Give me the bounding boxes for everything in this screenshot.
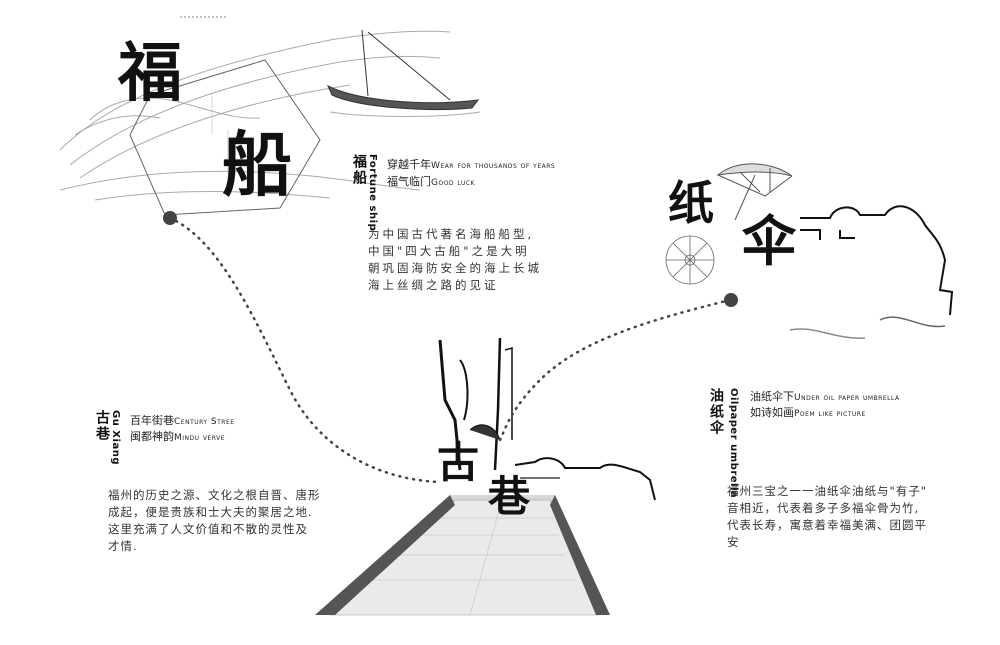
hexagon-frame	[129, 59, 321, 216]
youzhisan-line-1: 油纸伞下Under oil paper umbrella	[750, 390, 900, 405]
anchor-dot-zhisan	[724, 293, 738, 307]
alley-drawing	[315, 337, 656, 616]
guxiang-description: 福州的历史之源、文化之根自晋、唐形 成起，便是贵族和士大夫的聚居之地. 这里充满…	[108, 487, 321, 555]
big-char-gu: 古	[437, 438, 480, 487]
youzhisan-line1-en: Under oil paper umbrella	[794, 393, 900, 403]
big-char-fu: 福	[118, 36, 182, 111]
guxiang-desc-line: 福州的历史之源、文化之根自晋、唐形	[108, 488, 321, 502]
guxiang-line1-cn: 百年街巷	[130, 414, 174, 427]
youzhisan-line-2: 如诗如画Poem like picture	[750, 406, 866, 421]
fuchuan-line-2: 福气临门Good luck	[387, 175, 475, 190]
umbrella-top-view	[665, 235, 715, 285]
guxiang-desc-line: 这里充满了人文价值和不散的灵性及	[108, 522, 308, 536]
big-char-xiang: 巷	[488, 472, 531, 521]
youzhisan-vertical-title: 油纸伞	[708, 388, 724, 436]
youzhisan-line2-en: Poem like picture	[794, 409, 866, 419]
fuchuan-line1-cn: 穿越千年	[387, 158, 431, 171]
guxiang-line2-en: Mindu verve	[174, 433, 226, 443]
fuchuan-desc-line: 海上丝绸之路的见证	[368, 278, 499, 292]
fuchuan-vertical-title: 福船	[351, 154, 367, 186]
fuchuan-desc-line: 为中国古代著名海船船型,	[368, 227, 535, 241]
youzhisan-vertical-en: Oilpaper umbrella	[728, 388, 739, 499]
fuchuan-desc-line: 朝巩固海防安全的海上长城	[368, 261, 542, 275]
youzhisan-line1-cn: 油纸伞下	[750, 390, 794, 403]
fuchuan-desc-line: 中国"四大古船"之是大明	[368, 244, 530, 258]
big-char-san: 伞	[742, 209, 796, 273]
guxiang-line-2: 闽都神韵Mindu verve	[130, 430, 225, 445]
youzhisan-desc-line: 福州三宝之一一油纸伞油纸与"有子"	[727, 484, 928, 498]
umbrella-sketch	[716, 163, 793, 221]
guxiang-line-1: 百年街巷Century Stree	[130, 414, 235, 429]
ink-wave-lines	[59, 30, 451, 201]
guxiang-desc-line: 才情.	[108, 539, 138, 553]
guxiang-desc-line: 成起，便是贵族和士大夫的聚居之地.	[108, 505, 313, 519]
fuchuan-vertical-en: Fortune ship	[367, 154, 378, 232]
fuchuan-description: 为中国古代著名海船船型, 中国"四大古船"之是大明 朝巩固海防安全的海上长城 海…	[368, 226, 542, 294]
wall-silhouette-right	[789, 205, 954, 339]
boat-sketch	[326, 29, 481, 117]
youzhisan-desc-line: 音相近，代表着多子多福伞骨为竹,	[727, 501, 920, 515]
fuchuan-line2-cn: 福气临门	[387, 175, 431, 188]
fuchuan-line2-en: Good luck	[431, 178, 475, 188]
guxiang-vertical-en: Gu Xiang	[110, 410, 121, 465]
youzhisan-desc-line: 安	[727, 535, 740, 549]
anchor-dot-fuchuan	[163, 211, 177, 225]
big-char-zhi: 纸	[668, 176, 714, 230]
guxiang-line1-en: Century Stree	[174, 417, 235, 427]
fuchuan-line-1: 穿越千年Wear for thousands of years	[387, 158, 555, 173]
big-char-chuan: 船	[222, 123, 292, 206]
fuchuan-line1-en: Wear for thousands of years	[431, 161, 556, 171]
guxiang-line2-cn: 闽都神韵	[130, 430, 174, 443]
guxiang-vertical-title: 古巷	[94, 410, 110, 442]
youzhisan-description: 福州三宝之一一油纸伞油纸与"有子" 音相近，代表着多子多福伞骨为竹, 代表长寿，…	[727, 483, 927, 551]
youzhisan-line2-cn: 如诗如画	[750, 406, 794, 419]
youzhisan-desc-line: 代表长寿，寓意着幸福美满、团圆平	[727, 518, 927, 532]
